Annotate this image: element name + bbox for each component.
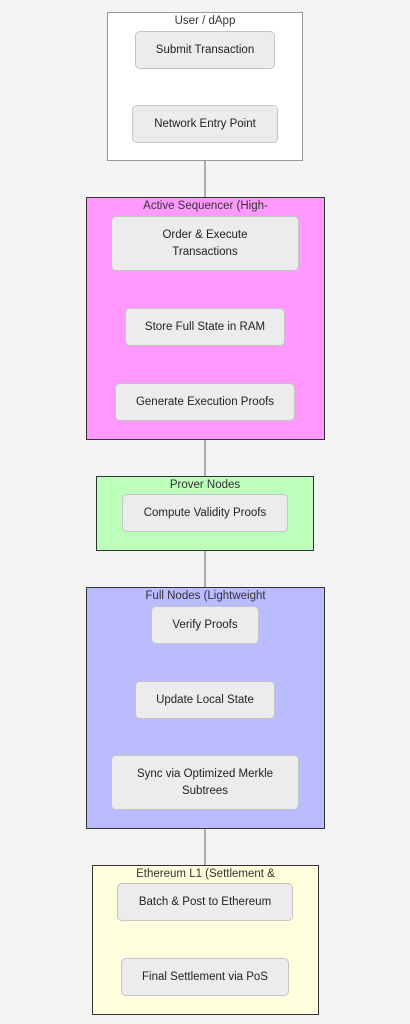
node-generate-proofs[interactable]: Generate Execution Proofs (115, 383, 295, 421)
cluster-title-sequencer: Active Sequencer (High- (143, 200, 268, 212)
node-final-settlement[interactable]: Final Settlement via PoS (121, 958, 289, 996)
node-sync-merkle[interactable]: Sync via Optimized Merkle Subtrees (111, 755, 299, 810)
cluster-title-ethereum: Ethereum L1 (Settlement & (136, 868, 275, 880)
node-compute-validity[interactable]: Compute Validity Proofs (122, 494, 288, 532)
cluster-title-user: User / dApp (174, 15, 236, 27)
node-order-execute[interactable]: Order & Execute Transactions (111, 216, 299, 271)
node-update-local-state[interactable]: Update Local State (135, 681, 275, 719)
node-store-state[interactable]: Store Full State in RAM (125, 308, 285, 346)
cluster-title-prover: Prover Nodes (169, 479, 241, 491)
cluster-title-fullnodes: Full Nodes (Lightweight (145, 590, 266, 602)
node-verify-proofs[interactable]: Verify Proofs (151, 606, 259, 644)
node-submit-transaction[interactable]: Submit Transaction (135, 31, 275, 69)
node-batch-post[interactable]: Batch & Post to Ethereum (117, 883, 293, 921)
node-network-entry-point[interactable]: Network Entry Point (132, 105, 278, 143)
